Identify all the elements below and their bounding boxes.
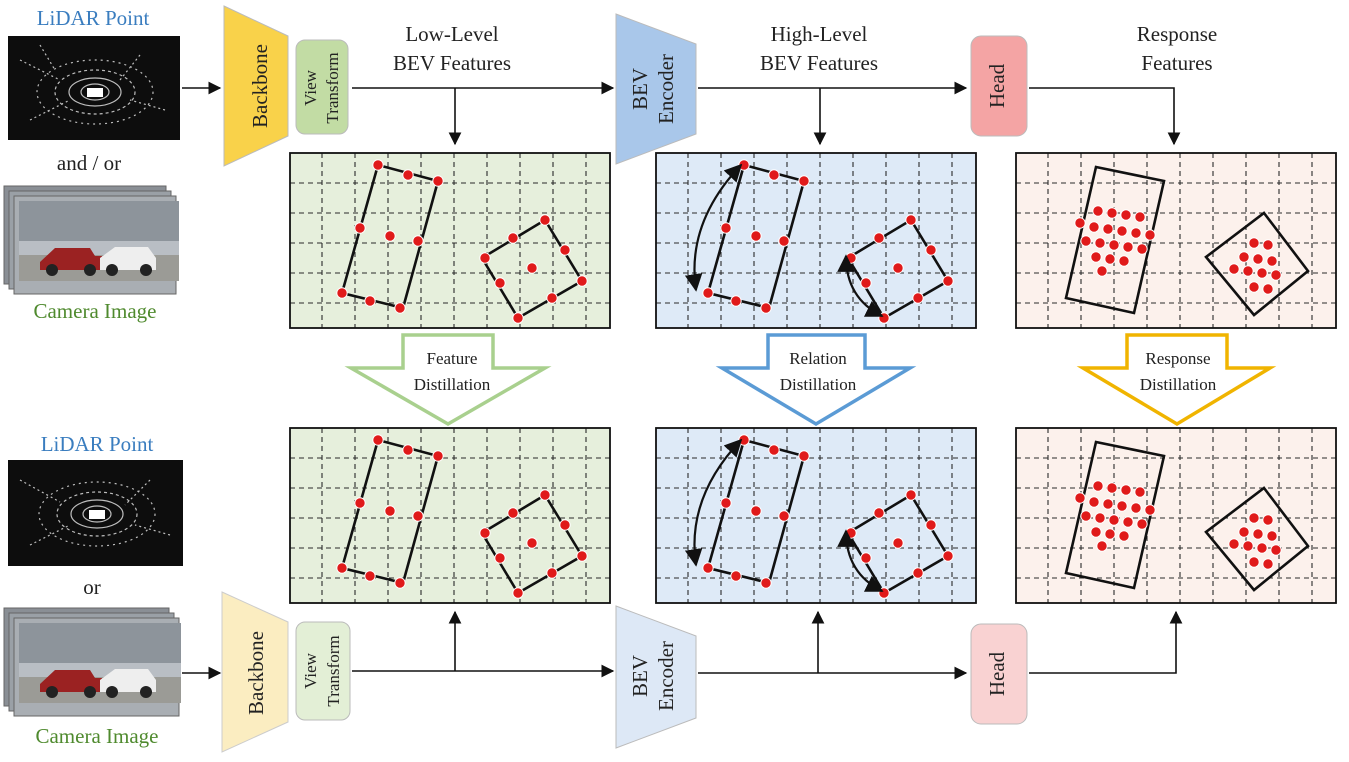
student-lidar-label: LiDAR Point <box>41 432 154 456</box>
svg-text:View: View <box>301 69 320 106</box>
student-connector: or <box>83 575 101 599</box>
student-low-level-bev-panel <box>289 427 611 604</box>
svg-text:Transform: Transform <box>324 635 343 706</box>
student-head-module: Head <box>970 623 1028 725</box>
teacher-view-transform-module: View Transform <box>295 39 349 135</box>
teacher-camera-label: Camera Image <box>33 299 156 323</box>
svg-text:Transform: Transform <box>323 52 342 123</box>
student-camera-label: Camera Image <box>35 724 158 748</box>
teacher-bev-encoder-module: BEV Encoder <box>615 13 697 165</box>
teacher-response-panel <box>1015 152 1337 329</box>
svg-text:Head: Head <box>985 651 1009 696</box>
teacher-response-label-2: Features <box>1141 51 1212 75</box>
svg-text:Response: Response <box>1145 349 1210 368</box>
teacher-low-level-label-2: BEV Features <box>393 51 511 75</box>
student-lidar-image <box>8 460 183 566</box>
svg-text:Relation: Relation <box>789 349 847 368</box>
feature-distillation-arrow: Feature Distillation <box>344 333 552 427</box>
svg-text:Feature: Feature <box>427 349 478 368</box>
student-response-panel <box>1015 427 1337 604</box>
teacher-low-level-label-1: Low-Level <box>405 22 498 46</box>
svg-text:Backbone: Backbone <box>248 44 272 128</box>
teacher-response-label-1: Response <box>1137 22 1218 46</box>
teacher-backbone-module: Backbone <box>223 5 289 167</box>
response-distillation-arrow: Response Distillation <box>1076 333 1277 427</box>
student-bev-encoder-module: BEV Encoder <box>615 605 697 749</box>
svg-text:Distillation: Distillation <box>414 375 491 394</box>
teacher-lidar-label: LiDAR Point <box>37 6 150 30</box>
teacher-lidar-image <box>8 36 180 140</box>
teacher-connector: and / or <box>57 151 121 175</box>
svg-text:Distillation: Distillation <box>1140 375 1217 394</box>
svg-text:Backbone: Backbone <box>244 631 268 715</box>
teacher-camera-image <box>3 185 179 295</box>
svg-text:Head: Head <box>985 63 1009 108</box>
svg-text:Distillation: Distillation <box>780 375 857 394</box>
svg-text:BEV: BEV <box>628 655 652 697</box>
teacher-head-module: Head <box>970 35 1028 137</box>
student-high-level-bev-panel <box>655 427 977 604</box>
svg-text:Encoder: Encoder <box>654 641 678 711</box>
student-view-transform-module: View Transform <box>295 621 351 721</box>
teacher-high-level-bev-panel <box>655 152 977 329</box>
teacher-low-level-bev-panel <box>289 152 611 329</box>
student-camera-image <box>3 607 181 717</box>
teacher-high-level-label-1: High-Level <box>771 22 868 46</box>
relation-distillation-arrow: Relation Distillation <box>715 333 917 427</box>
teacher-high-level-label-2: BEV Features <box>760 51 878 75</box>
svg-text:Encoder: Encoder <box>654 54 678 124</box>
student-backbone-module: Backbone <box>221 591 289 753</box>
svg-text:View: View <box>301 652 320 689</box>
svg-text:BEV: BEV <box>628 68 652 110</box>
